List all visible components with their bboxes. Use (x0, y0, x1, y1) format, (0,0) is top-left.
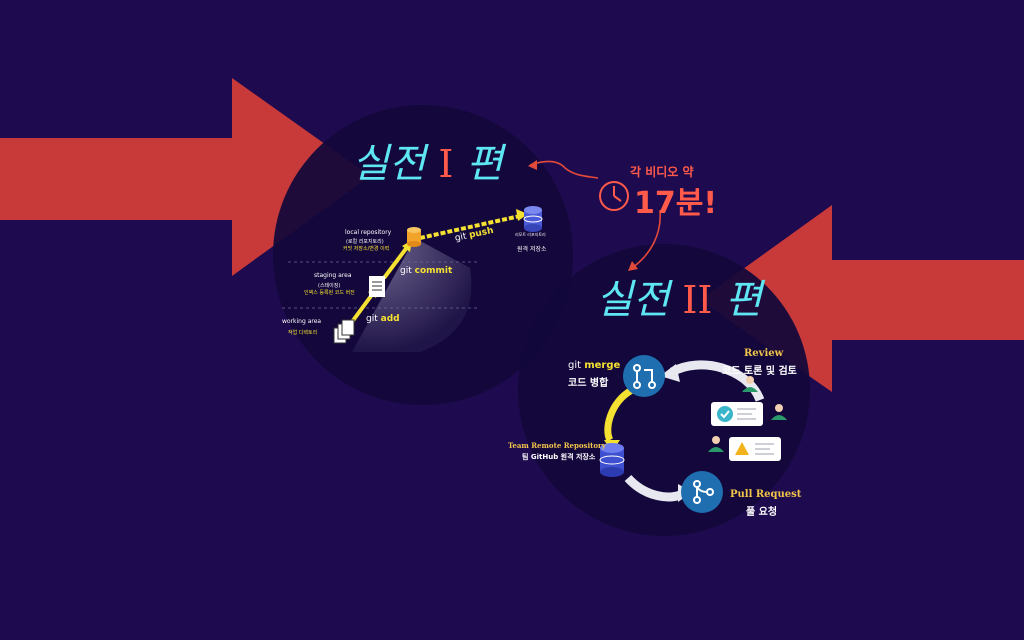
review-en-label: Review (744, 348, 784, 359)
local-repo-sub1: (로컬 리포지토리) (346, 239, 384, 245)
part2-title: 실전 II 편 (596, 276, 762, 324)
part2-title-end: 편 (725, 277, 762, 323)
part1-title-end: 편 (466, 141, 503, 187)
connector-arrow-down (631, 209, 661, 269)
pr-en-label: Pull Request (730, 489, 802, 500)
git-add-label: git add (366, 314, 400, 324)
spotlight-cone (352, 238, 472, 352)
remote-database-icon (523, 206, 543, 232)
badge-line1: 각 비디오 약 (630, 165, 694, 179)
working-label: working area (282, 318, 322, 325)
local-repo-sub2: 커밋 저장소/변경 이력 (343, 246, 390, 252)
part2-title-roman: II (682, 278, 713, 322)
git-commit-arrow (382, 244, 410, 280)
part2-circle (518, 244, 810, 536)
reviewer-avatar-icon (771, 404, 787, 420)
staging-sub1: (스테이징) (318, 283, 341, 289)
remote-small-label: 리모트 리포지토리 (515, 232, 546, 237)
pr-ko-label: 풀 요청 (746, 507, 778, 518)
clock-icon (599, 181, 629, 211)
staging-sub2: 인덱스 등록된 코드 버전 (304, 290, 355, 296)
remote-label: 원격 저장소 (517, 246, 547, 253)
cycle-arc-left (604, 386, 634, 442)
local-repo-label: local repository (345, 229, 392, 236)
review-ko-label: 코드 토론 및 검토 (722, 366, 797, 377)
part1-title-main: 실전 (352, 141, 426, 187)
working-sub: 작업 디렉토리 (288, 330, 318, 336)
team-repo-en-label: Team Remote Repository (508, 441, 606, 450)
staging-label: staging area (314, 272, 352, 279)
pull-request-icon (681, 471, 723, 513)
reviewer-avatar-icon (708, 436, 724, 452)
git-push-arrow (419, 214, 521, 240)
merge-icon (623, 355, 665, 397)
document-icon (369, 276, 385, 297)
part1-title: 실전 I 편 (352, 140, 503, 188)
team-database-icon (599, 443, 625, 477)
merge-label: git merge (568, 360, 621, 371)
files-icon (333, 319, 355, 344)
team-repo-ko-label: 팀 GitHub 원격 저장소 (522, 453, 596, 461)
local-database-icon (407, 227, 421, 247)
reviewer-avatar-icon (742, 376, 758, 392)
connector-arrow-left (529, 160, 599, 179)
badge-line2: 17분! (634, 186, 718, 221)
part2-title-main: 실전 (596, 277, 670, 323)
review-approve-card (711, 402, 763, 426)
merge-ko-label: 코드 병합 (568, 378, 609, 389)
git-commit-label: git commit (400, 266, 453, 276)
part1-title-roman: I (438, 142, 454, 186)
review-warning-card (729, 437, 781, 461)
